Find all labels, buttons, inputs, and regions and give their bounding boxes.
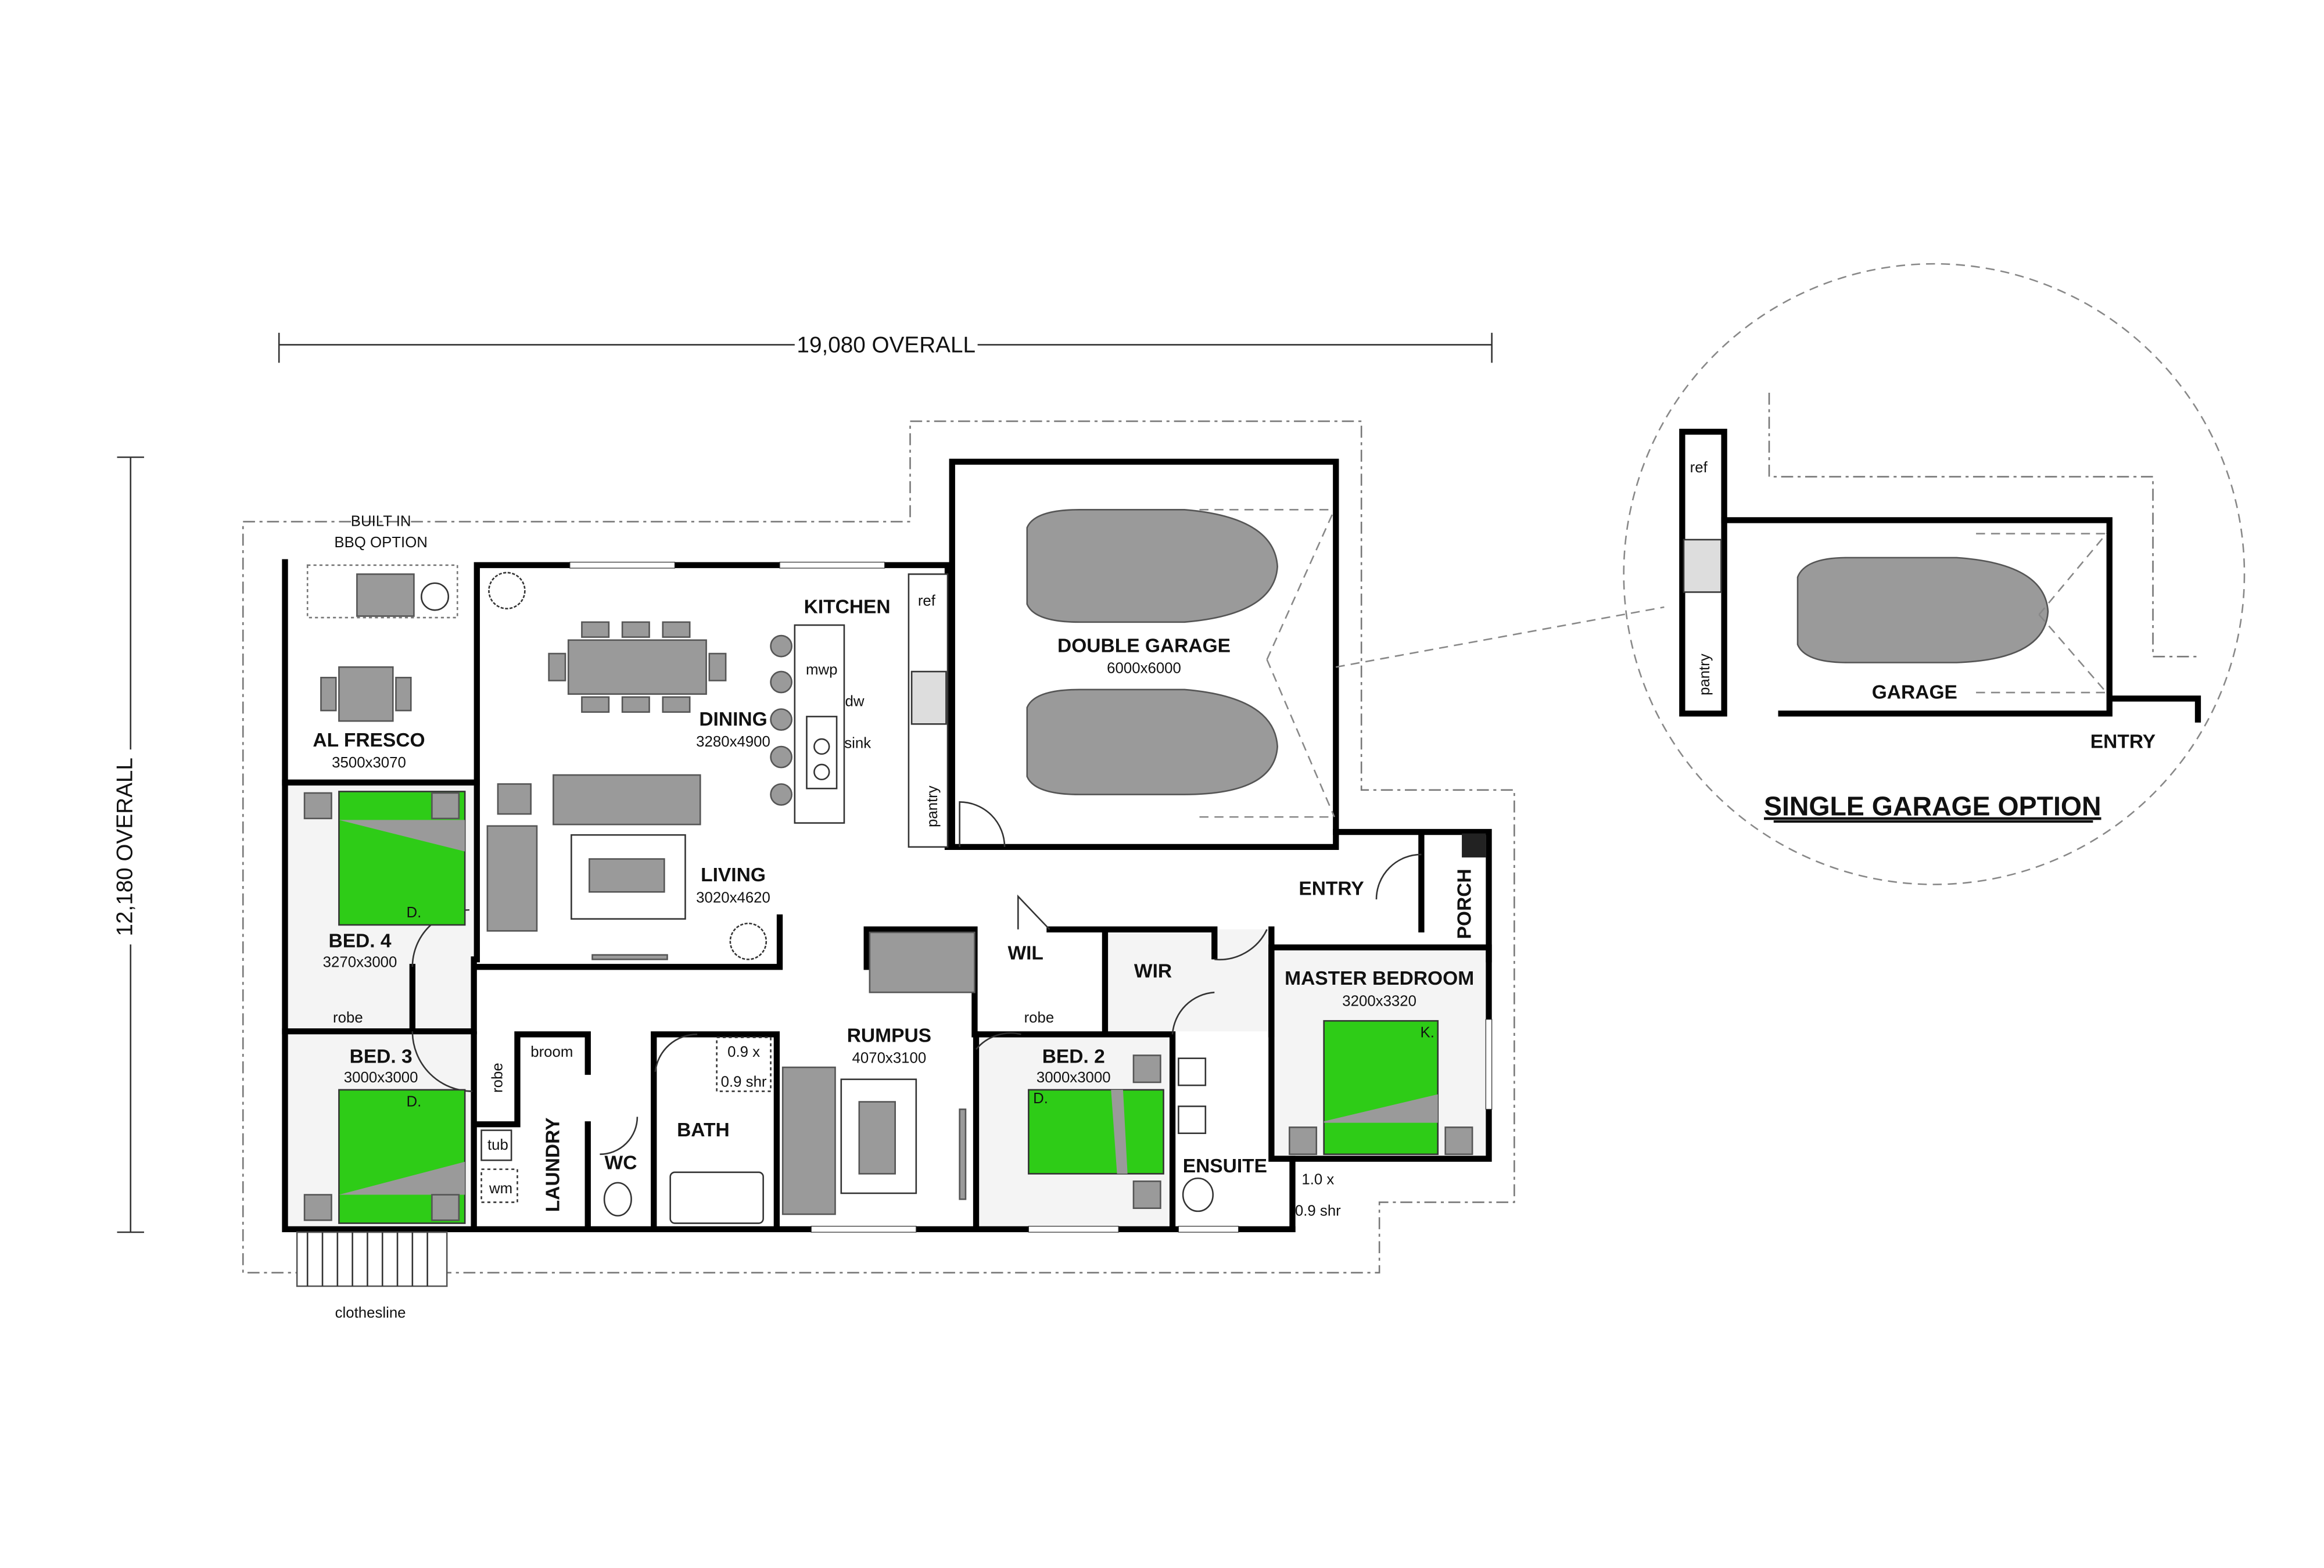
room-name: BED. 3 [350,1046,413,1067]
robe-label: robe [1024,1010,1055,1026]
entry-label: ENTRY [2090,731,2156,753]
clothesline-label: clothesline [335,1305,406,1321]
eave-outline [242,420,1515,1273]
walls [282,458,1492,1233]
shower-size-label: 0.9 shr [721,1074,767,1090]
room-size: 4070x3100 [852,1050,927,1066]
room-name: DINING [699,709,767,730]
room-size: 3200x3320 [1342,993,1416,1009]
clothesline [296,1231,448,1287]
windows [569,561,1493,1233]
bed-size-label: D. [1033,1090,1048,1107]
shower-size-label: 0.9 shr [1295,1203,1341,1219]
broom-label: broom [530,1044,573,1060]
bbq-label: BUILT IN [351,514,411,530]
master-bed [1289,1020,1473,1156]
pantry-label: pantry [1697,654,1713,695]
room-labels: AL FRESCO 3500x3070 DINING 3280x4900 KIT… [313,596,1475,1212]
dining-table [548,621,727,713]
dw-label: dw [845,693,865,709]
callout-line [1336,606,1665,668]
fixture-labels: BUILT IN BBQ OPTION ref mwp dw sink pant… [333,514,1434,1321]
robe-label: robe [333,1010,363,1026]
room-name: BED. 2 [1042,1046,1105,1067]
room-name: BATH [677,1120,730,1141]
room-name: ENSUITE [1183,1156,1267,1177]
room-name: WC [605,1153,637,1174]
room-name: DOUBLE GARAGE [1057,635,1231,656]
room-size: 3280x4900 [696,734,770,750]
bath-fixtures [480,1036,1214,1224]
room-size: 3500x3070 [332,755,406,771]
pantry-label: pantry [924,785,941,827]
room-name: MASTER BEDROOM [1285,968,1474,989]
plant-icon [488,572,768,960]
bed-2 [1028,1054,1164,1210]
robe-label: robe [490,1063,506,1093]
room-name: ENTRY [1299,878,1364,899]
bbq-label: BBQ OPTION [334,534,428,551]
room-size: 3270x3000 [323,954,397,970]
shower-size-label: 1.0 x [1301,1171,1334,1187]
ref-label: ref [1690,460,1708,476]
room-name: WIR [1134,960,1172,982]
bbq-bench [306,564,458,619]
shower-size-label: 0.9 x [727,1044,760,1060]
room-size: 6000x6000 [1107,661,1181,677]
tub-label: tub [487,1137,508,1153]
inset-title: SINGLE GARAGE OPTION [1764,791,2101,821]
room-name: AL FRESCO [313,730,425,751]
rumpus-furniture [781,931,975,1215]
car-icon [1796,557,2049,663]
room-name: BED. 4 [328,931,391,952]
car-icon [1026,509,1335,818]
bed-3 [303,1089,466,1224]
mwp-label: mwp [806,662,837,678]
bed-size-label: D. [407,1093,422,1110]
width-overall-label: 19,080 OVERALL [797,332,975,357]
depth-dimension: 12,180 OVERALL [112,456,144,1233]
kitchen-island [770,624,845,824]
bed-size-label: D. [407,905,422,921]
room-size: 3020x4620 [696,889,770,906]
width-dimension: 19,080 OVERALL [278,332,1493,363]
room-name: KITCHEN [804,596,891,618]
sink-label: sink [844,735,871,752]
room-size: 3000x3000 [344,1070,418,1086]
depth-overall-label: 12,180 OVERALL [112,758,137,937]
room-name: RUMPUS [847,1025,931,1046]
alfresco-table [320,666,412,722]
wm-label: wm [489,1181,512,1197]
room-name: LAUNDRY [543,1118,564,1212]
garage-label: GARAGE [1872,681,1957,703]
room-name: WIL [1007,942,1043,964]
room-size: 3000x3000 [1037,1070,1111,1086]
room-name: LIVING [701,864,766,886]
bed-4 [303,791,466,926]
single-garage-inset: ref pantry GARAGE ENTRY SINGLE GARAGE OP… [1336,263,2246,885]
ref-label: ref [918,593,936,609]
kitchen-bench [908,573,949,848]
living-sofa [486,774,701,960]
room-name: PORCH [1454,869,1476,939]
bed-size-label: K. [1421,1025,1434,1041]
meter-box [1462,833,1486,857]
